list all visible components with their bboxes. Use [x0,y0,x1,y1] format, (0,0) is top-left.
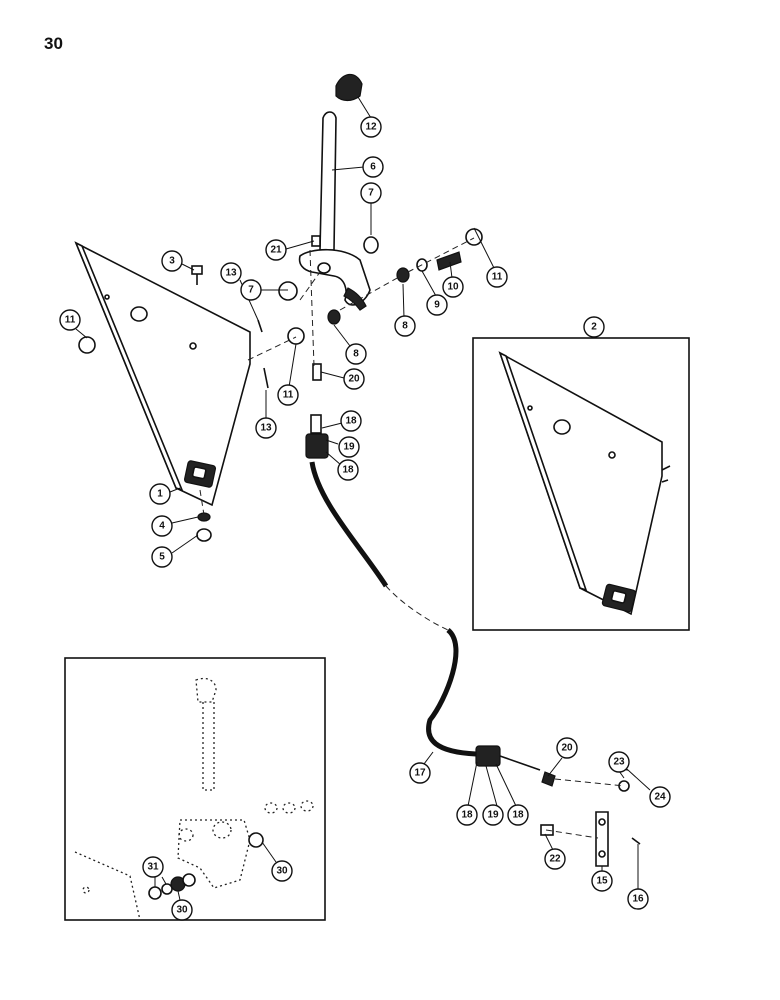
callout-11-center: 11 [277,384,299,406]
svg-text:31: 31 [147,862,159,873]
svg-text:16: 16 [632,894,644,905]
callout-31: 31 [142,856,164,878]
callout-12: 12 [360,116,382,138]
callout-13-lower: 13 [255,417,277,439]
callout-3: 3 [161,250,183,272]
inset-frame-detail [64,657,326,921]
control-cable [309,461,477,757]
callout-19-lower: 19 [482,804,504,826]
mounting-plate-inset [498,351,671,616]
callout-18-lower-b: 18 [507,804,529,826]
svg-text:2: 2 [591,322,597,333]
callout-24: 24 [649,786,671,808]
svg-text:30: 30 [276,866,288,877]
callout-5: 5 [151,546,173,568]
callout-1: 1 [149,483,171,505]
svg-text:4: 4 [159,521,165,532]
svg-text:23: 23 [613,757,625,768]
callout-17: 17 [409,762,431,784]
svg-text:5: 5 [159,552,165,563]
svg-text:10: 10 [447,282,459,293]
svg-text:13: 13 [260,423,272,434]
svg-text:21: 21 [270,245,282,256]
svg-text:20: 20 [561,743,573,754]
svg-text:11: 11 [492,272,503,283]
shift-lever [298,73,371,311]
svg-text:18: 18 [461,810,473,821]
svg-text:18: 18 [345,416,357,427]
callout-11-left: 11 [59,309,81,331]
svg-text:9: 9 [434,300,440,311]
svg-text:18: 18 [512,810,524,821]
svg-text:1: 1 [157,489,163,500]
callout-18-lower-a: 18 [456,804,478,826]
callout-20-lower: 20 [556,737,578,759]
svg-text:22: 22 [549,854,561,865]
svg-text:15: 15 [596,876,608,887]
callout-2: 2 [583,316,605,338]
callout-16: 16 [627,888,649,910]
callout-22: 22 [544,848,566,870]
svg-text:24: 24 [654,792,666,803]
callout-23: 23 [608,751,630,773]
svg-text:12: 12 [365,122,377,133]
callout-4: 4 [151,515,173,537]
inset-detail-lever [74,677,314,921]
svg-text:6: 6 [370,162,376,173]
callout-8-right: 8 [394,315,416,337]
callout-30-right: 30 [271,860,293,882]
callout-21: 21 [265,239,287,261]
svg-text:3: 3 [169,256,175,267]
callout-30-left: 30 [171,899,193,921]
svg-text:13: 13 [225,268,237,279]
svg-text:17: 17 [414,768,426,779]
assembly-lines [199,237,625,839]
callout-20-upper: 20 [343,368,365,390]
callout-18-upper-a: 18 [340,410,362,432]
callout-6: 6 [362,156,384,178]
mounting-plate [74,241,251,507]
callout-15: 15 [591,870,613,892]
inset-frame-plate [472,337,690,631]
callout-9: 9 [426,294,448,316]
callout-7-left: 7 [240,279,262,301]
callouts: 12 6 7 21 11 10 9 8 3 7 13 11 8 2 11 20 … [59,116,671,921]
callout-18-upper-b: 18 [337,459,359,481]
svg-text:20: 20 [348,374,360,385]
callout-13-upper: 13 [220,262,242,284]
svg-text:8: 8 [402,321,408,332]
svg-text:18: 18 [342,465,354,476]
callout-11-right: 11 [486,266,508,288]
svg-text:8: 8 [353,349,359,360]
svg-text:11: 11 [65,315,76,326]
callout-19-upper: 19 [338,436,360,458]
svg-text:7: 7 [248,285,254,296]
svg-text:7: 7 [368,188,374,199]
callout-8-center: 8 [345,343,367,365]
svg-text:19: 19 [487,810,499,821]
callout-7-upper: 7 [360,182,382,204]
svg-text:19: 19 [343,442,355,453]
svg-text:30: 30 [176,905,188,916]
callout-10: 10 [442,276,464,298]
page-number: 30 [44,34,63,53]
svg-text:11: 11 [283,390,294,401]
